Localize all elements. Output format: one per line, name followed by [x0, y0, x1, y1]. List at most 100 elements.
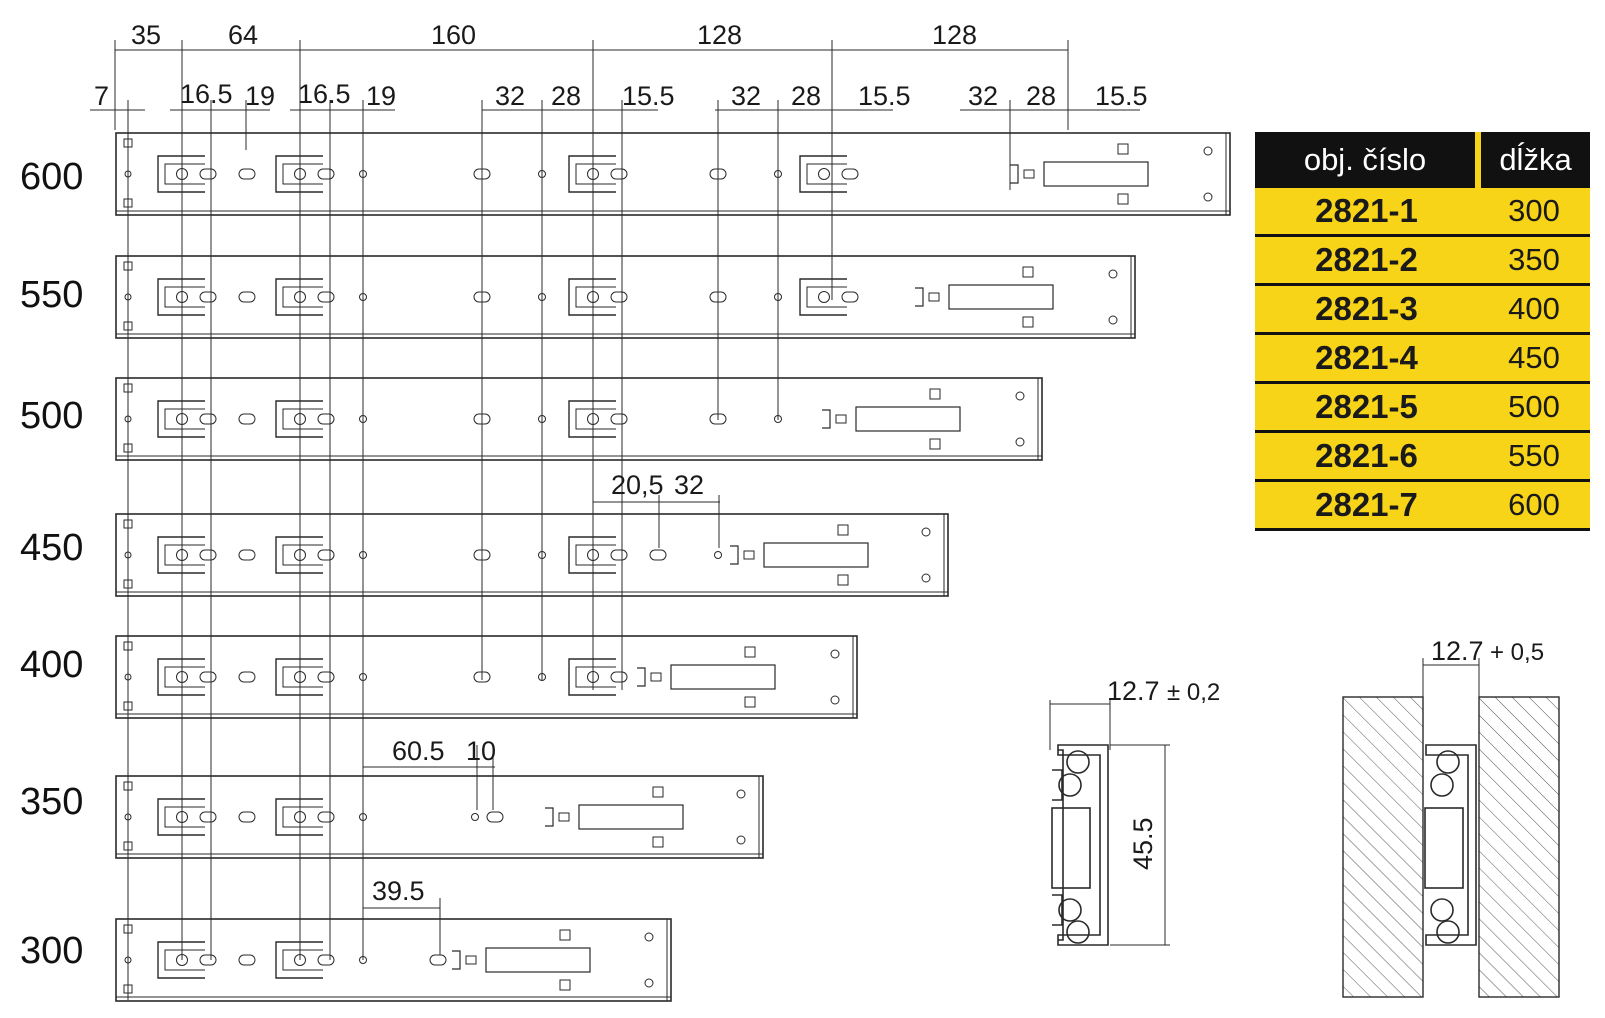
bracket-tab [282, 408, 323, 430]
section-width-label: 12.7 [1107, 676, 1160, 706]
stop-clip [743, 550, 755, 560]
mount-hole [921, 527, 931, 537]
bracket-tab [164, 163, 205, 185]
section-height-label: 45.5 [1128, 817, 1158, 870]
latch-tab [1117, 193, 1129, 205]
rail-350 [115, 775, 764, 859]
slot-hole [649, 549, 667, 561]
mount-hole [644, 932, 654, 942]
dim-32-a: 32 [495, 81, 525, 111]
slot-hole [317, 413, 335, 425]
latch-tab [837, 524, 849, 536]
bracket-tab [282, 806, 323, 828]
slot-hole [610, 168, 628, 180]
mount-hole [1203, 146, 1213, 156]
latch-block [763, 542, 869, 568]
slot-hole [199, 413, 217, 425]
slot-hole [238, 549, 256, 561]
bracket-tab [575, 286, 616, 308]
ball-icon [1066, 920, 1090, 944]
slot-hole [610, 413, 628, 425]
slot-hole [610, 671, 628, 683]
product-code: 2821-4 [1255, 333, 1478, 384]
ball-icon [1430, 898, 1454, 922]
latch-tab [744, 696, 756, 708]
slot-hole [841, 291, 859, 303]
rail-outline [115, 513, 949, 597]
bracket-tab [164, 408, 205, 430]
bracket-tab [282, 544, 323, 566]
dim-10: 10 [466, 736, 496, 766]
latch-block [670, 664, 776, 690]
slot-hole [199, 954, 217, 966]
stop-clip [730, 545, 739, 565]
dim-39-5: 39.5 [372, 876, 425, 906]
row-label-300: 300 [20, 930, 83, 972]
dim-19-b: 19 [366, 81, 396, 111]
mount-hole [818, 291, 830, 303]
latch-block [855, 406, 961, 432]
row-label-500: 500 [20, 395, 83, 437]
dim-7: 7 [94, 81, 109, 111]
latch-tab [652, 836, 664, 848]
bracket-tab [282, 286, 323, 308]
rail-600 [115, 132, 1231, 216]
slot-hole [199, 291, 217, 303]
product-length: 300 [1478, 188, 1590, 237]
latch-tab [1022, 316, 1034, 328]
bracket-tab [282, 666, 323, 688]
slot-hole [317, 549, 335, 561]
section-inner-rail [1051, 807, 1091, 889]
ball-icon [1430, 773, 1454, 797]
latch-block [485, 947, 591, 973]
bracket-tab [575, 544, 616, 566]
bracket-tab [164, 286, 205, 308]
slot-hole [238, 413, 256, 425]
product-length: 400 [1478, 284, 1590, 335]
bracket-tab [575, 163, 616, 185]
rail-550 [115, 255, 1136, 339]
slot-hole [238, 954, 256, 966]
latch-block [1043, 161, 1149, 187]
section-view: 12.7 ± 0,2 45.5 [1049, 676, 1220, 946]
row-label-400: 400 [20, 644, 83, 686]
section-tolerance: ± 0,2 [1167, 679, 1220, 706]
slot-hole [238, 291, 256, 303]
dim-32-d: 32 [674, 470, 704, 500]
extension-lines [127, 40, 1011, 1000]
bracket-tab [164, 806, 205, 828]
mount-hole [830, 695, 840, 705]
rail-outline [115, 377, 1043, 461]
stop-clip [650, 672, 662, 682]
rail-outline [115, 255, 1136, 339]
slot-hole [199, 671, 217, 683]
slot-hole [317, 954, 335, 966]
mount-hole [714, 551, 722, 559]
product-length: 450 [1478, 333, 1590, 384]
inner-dimensions: 20,5 32 60.5 10 39.5 [362, 470, 720, 955]
header-length: dĺžka [1478, 132, 1590, 188]
mount-hole [736, 789, 746, 799]
drawer-side-panel [1478, 696, 1560, 998]
dim-16-5-b: 16.5 [298, 79, 351, 109]
product-length: 600 [1478, 480, 1590, 531]
cabinet-side-panel [1342, 696, 1424, 998]
dim-32-c: 32 [968, 81, 998, 111]
latch-tab [744, 646, 756, 658]
mount-hole [921, 573, 931, 583]
rail-400 [115, 635, 858, 719]
mount-hole [830, 649, 840, 659]
dim-128-b: 128 [932, 20, 977, 50]
slot-hole [238, 168, 256, 180]
stop-clip [465, 955, 477, 965]
product-code: 2821-1 [1255, 188, 1478, 237]
mount-hole [471, 813, 479, 821]
product-code: 2821-6 [1255, 431, 1478, 482]
dim-35: 35 [131, 20, 161, 50]
dim-16-5-a: 16.5 [180, 79, 233, 109]
slot-hole [199, 549, 217, 561]
